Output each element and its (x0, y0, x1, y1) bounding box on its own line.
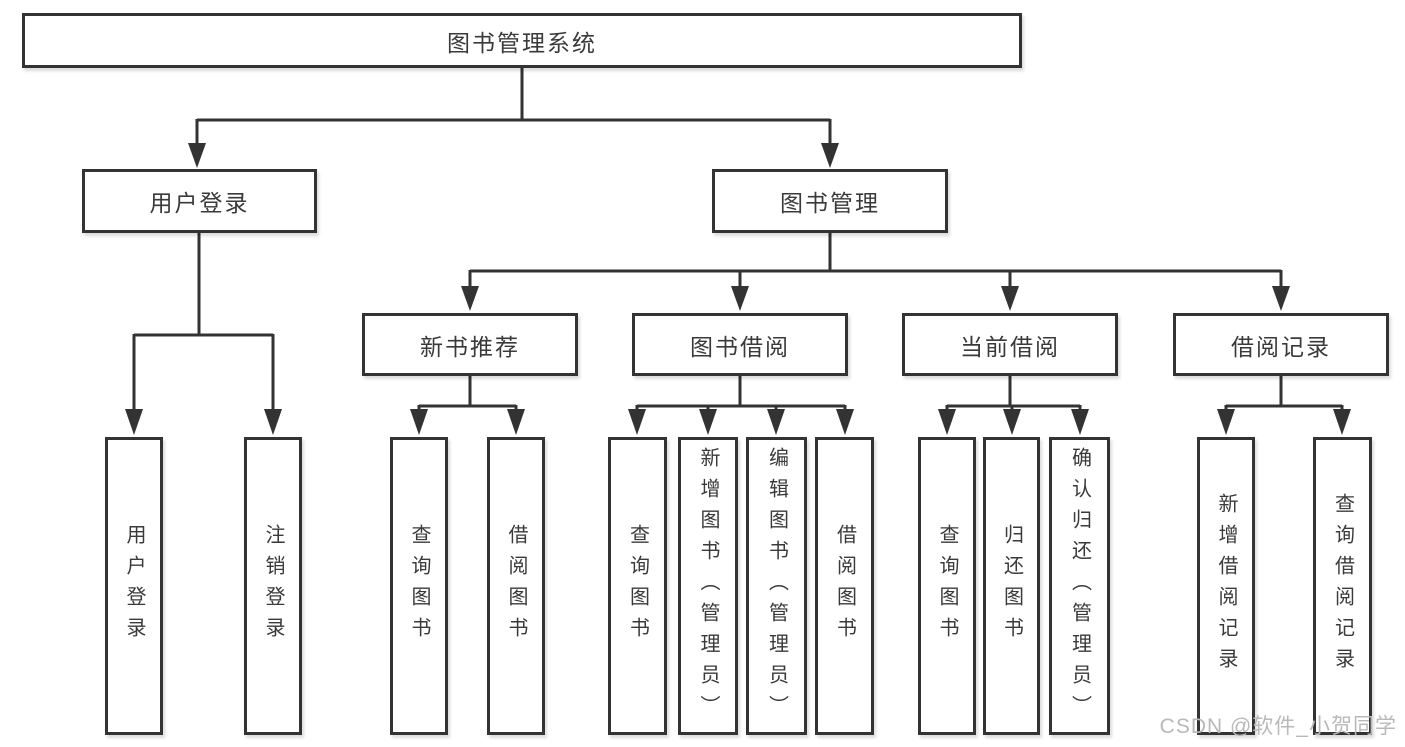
arrowhead-icon (1272, 286, 1290, 311)
leaf-query-borrow-record: 查询借阅记录 (1313, 437, 1372, 735)
node-book-borrowing-label: 图书借阅 (690, 333, 790, 360)
arrowhead-icon (461, 286, 479, 311)
leaf-logout: 注销登录 (244, 437, 302, 735)
leaf-recommend-query-books-label: 查询图书 (408, 524, 430, 648)
node-book-management: 图书管理 (712, 169, 948, 233)
leaf-borrowing-borrow-books-label: 借阅图书 (833, 524, 856, 648)
arrowhead-icon (731, 286, 749, 311)
leaf-return-books-label: 归还图书 (1000, 524, 1023, 648)
node-user-login-label: 用户登录 (149, 190, 250, 216)
arrowhead-icon (1071, 409, 1089, 435)
leaf-edit-book-admin: 编辑图书（管理员） (746, 437, 807, 735)
leaf-borrowing-borrow-books: 借阅图书 (815, 437, 874, 735)
node-new-book-recommend-label: 新书推荐 (420, 333, 520, 360)
node-book-borrowing: 图书借阅 (632, 313, 848, 376)
leaf-logout-label: 注销登录 (262, 524, 284, 648)
node-root-system: 图书管理系统 (22, 13, 1022, 68)
leaf-return-books: 归还图书 (983, 437, 1040, 735)
node-book-management-label: 图书管理 (780, 190, 880, 216)
node-current-borrowing-label: 当前借阅 (960, 333, 1060, 360)
arrowhead-icon (699, 409, 717, 435)
arrowhead-icon (628, 409, 646, 435)
leaf-add-borrow-record: 新增借阅记录 (1197, 437, 1255, 735)
arrowhead-icon (1003, 409, 1021, 435)
leaf-borrowing-query-books-label: 查询图书 (626, 524, 649, 648)
node-borrowing-records-label: 借阅记录 (1231, 333, 1331, 360)
arrowhead-icon (821, 143, 839, 168)
arrowhead-icon (767, 409, 785, 435)
leaf-confirm-return-admin: 确认归还（管理员） (1049, 437, 1110, 735)
csdn-watermark: CSDN @软件_小贺同学 (1159, 715, 1397, 738)
leaf-add-book-admin: 新增图书（管理员） (678, 437, 738, 735)
arrowhead-icon (836, 409, 854, 435)
node-new-book-recommend: 新书推荐 (362, 313, 578, 376)
leaf-recommend-query-books: 查询图书 (390, 437, 448, 735)
node-user-login: 用户登录 (82, 169, 317, 233)
leaf-query-borrow-record-label: 查询借阅记录 (1331, 493, 1354, 679)
leaf-recommend-borrow-books-label: 借阅图书 (505, 524, 527, 648)
arrowhead-icon (188, 143, 206, 168)
leaf-user-login-label: 用户登录 (123, 524, 145, 648)
arrowhead-icon (1001, 286, 1019, 311)
arrowhead-icon (125, 409, 143, 435)
leaf-edit-book-admin-label: 编辑图书（管理员） (765, 446, 788, 726)
leaf-current-query-books-label: 查询图书 (936, 524, 958, 648)
leaf-borrowing-query-books: 查询图书 (608, 437, 667, 735)
leaf-user-login: 用户登录 (105, 437, 163, 735)
arrowhead-icon (410, 409, 428, 435)
arrowhead-icon (1333, 409, 1351, 435)
leaf-add-borrow-record-label: 新增借阅记录 (1215, 493, 1237, 679)
arrowhead-icon (1217, 409, 1235, 435)
leaf-recommend-borrow-books: 借阅图书 (487, 437, 545, 735)
leaf-current-query-books: 查询图书 (918, 437, 976, 735)
arrowhead-icon (264, 409, 282, 435)
leaf-add-book-admin-label: 新增图书（管理员） (697, 446, 719, 726)
leaf-confirm-return-admin-label: 确认归还（管理员） (1068, 446, 1091, 726)
node-current-borrowing: 当前借阅 (902, 313, 1118, 376)
arrowhead-icon (507, 409, 525, 435)
node-borrowing-records: 借阅记录 (1173, 313, 1389, 376)
arrowhead-icon (938, 409, 956, 435)
node-root-label: 图书管理系统 (447, 29, 597, 56)
